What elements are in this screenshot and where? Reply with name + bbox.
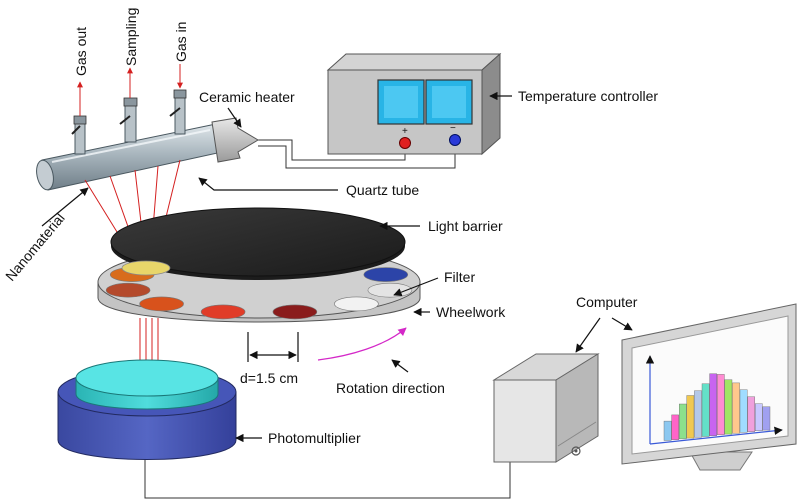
arrow-computer-case bbox=[575, 317, 601, 353]
screen-bar bbox=[732, 382, 740, 434]
signal-wires bbox=[144, 139, 511, 499]
wheelwork-label: Wheelwork bbox=[436, 304, 506, 320]
computer-case bbox=[492, 353, 600, 463]
arrow-quartz-tube bbox=[198, 177, 338, 191]
filter-hole bbox=[334, 296, 379, 312]
screen-bar bbox=[724, 379, 733, 435]
screen-bar bbox=[694, 390, 702, 438]
power-button bbox=[571, 446, 581, 456]
screen-bar bbox=[709, 373, 717, 436]
case-groove bbox=[557, 421, 597, 447]
light-barrier-window bbox=[121, 260, 171, 276]
case-front bbox=[493, 379, 557, 463]
filter-hole bbox=[363, 267, 409, 282]
minus-terminal bbox=[449, 134, 461, 146]
ceramic-heater-label: Ceramic heater bbox=[199, 89, 295, 105]
light-barrier-label: Light barrier bbox=[428, 218, 503, 234]
distance-label: d=1.5 cm bbox=[240, 370, 298, 386]
plus-sign-label: + bbox=[402, 126, 408, 137]
filter-wheel bbox=[97, 207, 421, 323]
photomultiplier bbox=[57, 359, 237, 460]
screen-bar bbox=[755, 403, 763, 432]
quartz-tube-assembly bbox=[36, 64, 259, 191]
computer-label: Computer bbox=[576, 294, 638, 310]
display-right-glass bbox=[432, 86, 466, 118]
screen-bar bbox=[701, 383, 710, 437]
pmt-to-computer-wire bbox=[144, 455, 511, 499]
screen-bar bbox=[747, 396, 755, 432]
light-barrier-disc bbox=[110, 207, 406, 277]
screen-bar bbox=[671, 414, 679, 440]
screen-bar-chart bbox=[663, 373, 771, 441]
arrow-rotation bbox=[391, 359, 409, 373]
filter-label: Filter bbox=[444, 269, 475, 285]
power-button-center bbox=[574, 449, 578, 453]
screen-bar bbox=[739, 389, 748, 433]
photomultiplier-label: Photomultiplier bbox=[268, 430, 361, 446]
tube-highlight bbox=[51, 129, 211, 163]
heater-wire-lower bbox=[258, 145, 456, 169]
controller-top-face bbox=[326, 53, 502, 71]
rotation-arrow bbox=[317, 327, 407, 361]
temperature-controller-label: Temperature controller bbox=[518, 88, 658, 104]
ceramic-heater bbox=[211, 117, 259, 163]
quartz-tube-label: Quartz tube bbox=[346, 182, 419, 198]
pointer-arrows bbox=[41, 91, 633, 443]
tube-end-cap bbox=[36, 159, 54, 191]
screen-bar bbox=[717, 374, 725, 435]
arrow-heater bbox=[227, 107, 242, 128]
gas-in-label: Gas in bbox=[173, 22, 189, 62]
minus-sign-label: − bbox=[450, 123, 456, 134]
gas-in-port bbox=[169, 89, 187, 135]
nanomaterial-label: Nanomaterial bbox=[2, 210, 68, 284]
screen-bar bbox=[679, 403, 687, 440]
arrow-computer-monitor bbox=[611, 317, 633, 331]
screen-bar bbox=[762, 406, 771, 431]
sampling-label: Sampling bbox=[123, 8, 139, 66]
screen-bar bbox=[663, 420, 672, 441]
screen-x-axis bbox=[649, 426, 783, 445]
monitor bbox=[621, 303, 797, 471]
filter-hole bbox=[139, 296, 184, 312]
display-left-glass bbox=[384, 86, 418, 118]
heater-wire-upper bbox=[258, 139, 406, 161]
rotation-direction-label: Rotation direction bbox=[336, 380, 445, 396]
controller-side-face bbox=[481, 52, 501, 156]
temperature-controller: + − bbox=[326, 52, 502, 156]
distance-marker bbox=[247, 332, 299, 362]
screen-bar bbox=[686, 395, 695, 439]
filter-hole bbox=[105, 282, 151, 298]
filter-hole bbox=[272, 304, 318, 320]
gas-out-label: Gas out bbox=[73, 27, 89, 76]
monitor-stand bbox=[689, 451, 753, 471]
pmt-window bbox=[75, 359, 219, 397]
plus-terminal bbox=[399, 137, 411, 149]
arrow-nanomaterial bbox=[41, 187, 89, 227]
arrow-filter bbox=[393, 277, 439, 297]
filter-hole bbox=[200, 304, 246, 320]
sampling-port bbox=[119, 97, 138, 143]
gas-out-port bbox=[71, 115, 87, 155]
